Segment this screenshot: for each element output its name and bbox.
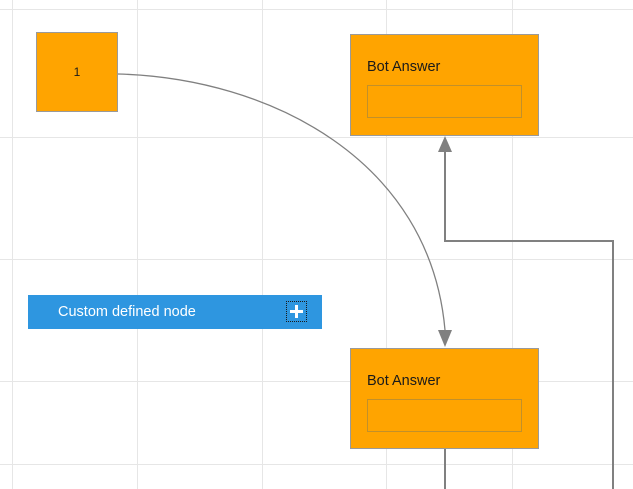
gridline-horizontal — [0, 9, 633, 10]
gridline-horizontal — [0, 137, 633, 138]
plus-glyph — [290, 305, 303, 318]
custom-defined-node-label: Custom defined node — [58, 303, 196, 320]
edge-orthogonal-arrowhead — [438, 136, 452, 152]
gridline-vertical — [12, 0, 13, 489]
node-bot-answer-slot[interactable] — [367, 85, 522, 118]
gridline-vertical — [137, 0, 138, 489]
custom-defined-node-bar[interactable]: Custom defined node — [28, 295, 322, 329]
node-square-label: 1 — [73, 65, 81, 79]
node-bot-answer-slot[interactable] — [367, 399, 522, 432]
gridline-vertical — [262, 0, 263, 489]
node-bot-answer-title: Bot Answer — [367, 373, 441, 389]
gridline-horizontal — [0, 259, 633, 260]
plus-icon[interactable] — [286, 301, 307, 322]
node-square-1[interactable]: 1 — [36, 32, 118, 112]
node-bot-answer-title: Bot Answer — [367, 59, 441, 75]
node-bot-answer-bottom[interactable]: Bot Answer — [350, 348, 539, 449]
gridline-horizontal — [0, 464, 633, 465]
edge-curved-arrowhead — [438, 330, 452, 347]
node-bot-answer-top[interactable]: Bot Answer — [350, 34, 539, 136]
